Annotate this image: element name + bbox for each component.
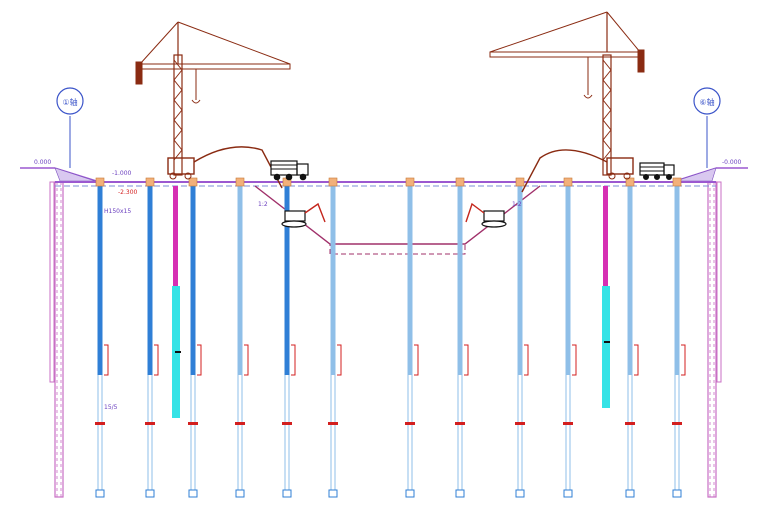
- support-column-right: [716, 181, 722, 383]
- pile-detail-bracket: [524, 344, 529, 376]
- pile-detail-bracket: [337, 344, 342, 376]
- pile-detail-bracket: [572, 344, 577, 376]
- pile-joint: [405, 422, 415, 425]
- pile-cap: [328, 177, 338, 187]
- pile-foot: [515, 489, 525, 498]
- pile-upper: [147, 186, 153, 375]
- pile-cap: [563, 177, 573, 187]
- pile-detail-bracket: [681, 344, 686, 376]
- pile-magenta: [603, 186, 608, 286]
- drilling-rig-icon: [167, 146, 283, 189]
- pile-detail-bracket: [244, 344, 249, 376]
- tower-crane-icon: [135, 21, 291, 176]
- axis-bubble-right: ⑥轴: [693, 87, 721, 168]
- axis-bubble-left: ①轴: [56, 87, 84, 168]
- pile-joint: [455, 422, 465, 425]
- pile-cyan: [602, 286, 610, 408]
- pile-joint: [145, 422, 155, 425]
- pile-mark-label: 15/5: [104, 404, 118, 411]
- retaining-wall-right: [707, 181, 717, 498]
- pile-joint: [188, 422, 198, 425]
- pile-upper: [330, 186, 336, 375]
- elevation-label-right: -0.000: [722, 159, 742, 166]
- pile-cap: [672, 177, 682, 187]
- support-column-left: [49, 181, 55, 383]
- pile-upper: [407, 186, 413, 375]
- pile-magenta: [173, 186, 178, 286]
- pile-cap: [188, 177, 198, 187]
- elevation-label-left: 0.000: [34, 159, 51, 166]
- pile-joint: [563, 422, 573, 425]
- pile-upper: [284, 186, 290, 375]
- pile-cap: [235, 177, 245, 187]
- pile-joint: [95, 422, 105, 425]
- pile-detail-bracket: [154, 344, 159, 376]
- pile-joint: [672, 422, 682, 425]
- pile-cap: [405, 177, 415, 187]
- pile-foot: [282, 489, 292, 498]
- axis-label-right: ⑥轴: [699, 97, 714, 107]
- pile-foot: [328, 489, 338, 498]
- pile-upper: [237, 186, 243, 375]
- annotations: 0.000 -0.000 -1.000 -2.300 H150x15 1:2 1…: [34, 159, 742, 411]
- tower-crane-icon: [489, 11, 645, 176]
- pile-foot: [95, 489, 105, 498]
- pile-upper: [97, 186, 103, 375]
- retaining-wall-left: [54, 181, 64, 498]
- pile-joint: [282, 422, 292, 425]
- pile-foot: [188, 489, 198, 498]
- pile-foot: [145, 489, 155, 498]
- pile-upper: [517, 186, 523, 375]
- drilling-rig-icon: [521, 149, 634, 193]
- pile-detail-bracket: [104, 344, 109, 376]
- axis-label-left: ①轴: [62, 97, 77, 107]
- pile-joint: [515, 422, 525, 425]
- pile-foot: [235, 489, 245, 498]
- pile-upper: [565, 186, 571, 375]
- elevation-cut-label: -2.300: [118, 189, 138, 196]
- pile-cap: [455, 177, 465, 187]
- slope-label-right: 1:2: [512, 201, 522, 208]
- strut-spec-label: H150x15: [104, 208, 131, 215]
- pile-foot: [405, 489, 415, 498]
- pile-detail-bracket: [464, 344, 469, 376]
- pile-upper: [674, 186, 680, 375]
- slope-label-left: 1:2: [258, 201, 268, 208]
- pile-cap: [625, 177, 635, 187]
- pile-joint: [235, 422, 245, 425]
- pile-joint: [328, 422, 338, 425]
- pile-upper: [627, 186, 633, 375]
- elevation-cap-label: -1.000: [112, 170, 132, 177]
- pile-upper: [457, 186, 463, 375]
- excavator-icon: [281, 202, 326, 228]
- pile-group: [95, 177, 686, 498]
- dump-truck-icon: [270, 160, 309, 181]
- pile-foot: [563, 489, 573, 498]
- pile-cap: [515, 177, 525, 187]
- pile-detail-bracket: [634, 344, 639, 376]
- pile-foot: [455, 489, 465, 498]
- pile-joint: [625, 422, 635, 425]
- dump-truck-icon: [639, 162, 675, 180]
- pile-foot: [672, 489, 682, 498]
- pile-detail-bracket: [414, 344, 419, 376]
- pile-foot: [625, 489, 635, 498]
- pile-upper: [190, 186, 196, 375]
- pile-cap: [95, 177, 105, 187]
- pile-detail-bracket: [197, 344, 202, 376]
- pile-cap: [145, 177, 155, 187]
- excavator-icon: [465, 202, 507, 228]
- pile-detail-bracket: [291, 344, 296, 376]
